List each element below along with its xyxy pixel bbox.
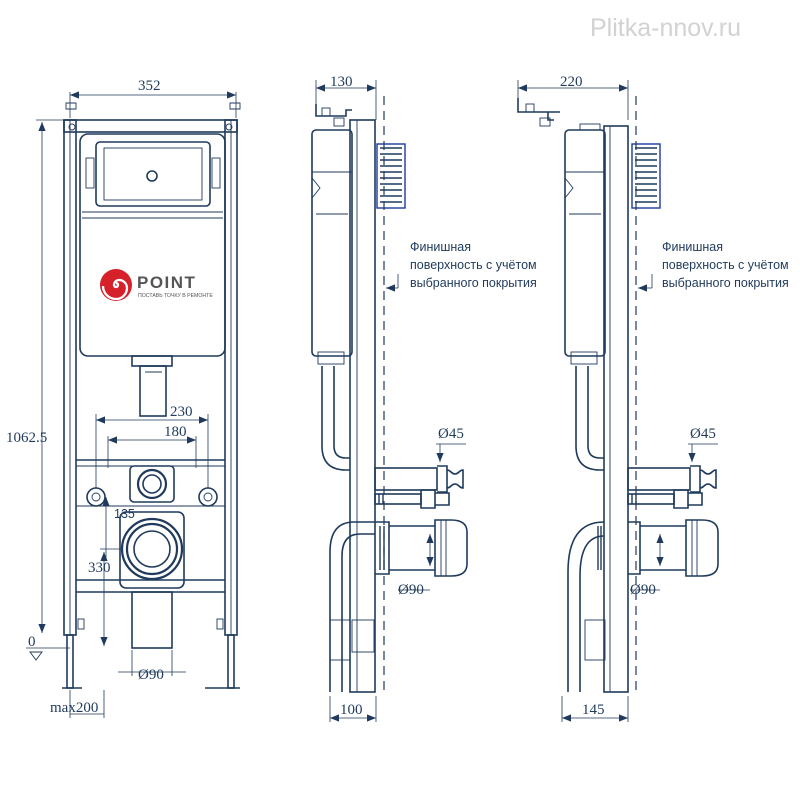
dim-d90-right: Ø90 [630, 582, 656, 598]
dim-330: 330 [88, 560, 111, 576]
dim-d45-left: Ø45 [438, 426, 464, 442]
front-view: 352 POINT ПОСТАВЬ ТОЧКУ В РЕМОНТЕ [6, 78, 241, 718]
dim-max200: max200 [50, 700, 98, 716]
dim-d90-left: Ø90 [398, 582, 424, 598]
brand-logo: POINT ПОСТАВЬ ТОЧКУ В РЕМОНТЕ [100, 269, 213, 301]
note-line-1: Финишная [662, 240, 723, 254]
ribbed-flush-pipe-left [376, 143, 406, 209]
dim-220: 220 [560, 74, 583, 90]
dim-width: 352 [138, 78, 161, 94]
dim-height: 1062.5 [6, 430, 47, 446]
drain-elbow-left [379, 526, 385, 570]
brand-tagline: ПОСТАВЬ ТОЧКУ В РЕМОНТЕ [138, 293, 213, 299]
dim-230: 230 [170, 404, 193, 420]
dim-130: 130 [330, 74, 353, 90]
watermark-text: Plitka-nnov.ru [590, 14, 741, 42]
dim-180: 180 [164, 424, 187, 440]
note-line-1: Финишная [410, 240, 471, 254]
dim-d90-front: Ø90 [138, 667, 164, 683]
dim-145: 145 [582, 702, 605, 718]
spiral-logo-icon [100, 269, 132, 301]
drain-elbow-right [597, 526, 602, 570]
note-line-3: выбранного покрытия [410, 276, 537, 290]
note-line-2: поверхность с учётом [662, 258, 789, 272]
dim-135: 135 [114, 507, 135, 521]
side-view-left: 130 [311, 74, 537, 722]
note-line-3: выбранного покрытия [662, 276, 789, 290]
side-view-right: 220 [517, 74, 789, 722]
dim-zero: 0 [28, 634, 36, 650]
note-line-2: поверхность с учётом [410, 258, 537, 272]
dim-100: 100 [340, 702, 363, 718]
dim-d45-right: Ø45 [690, 426, 716, 442]
ribbed-flush-pipe-right [631, 143, 661, 209]
brand-name: POINT [137, 273, 196, 292]
